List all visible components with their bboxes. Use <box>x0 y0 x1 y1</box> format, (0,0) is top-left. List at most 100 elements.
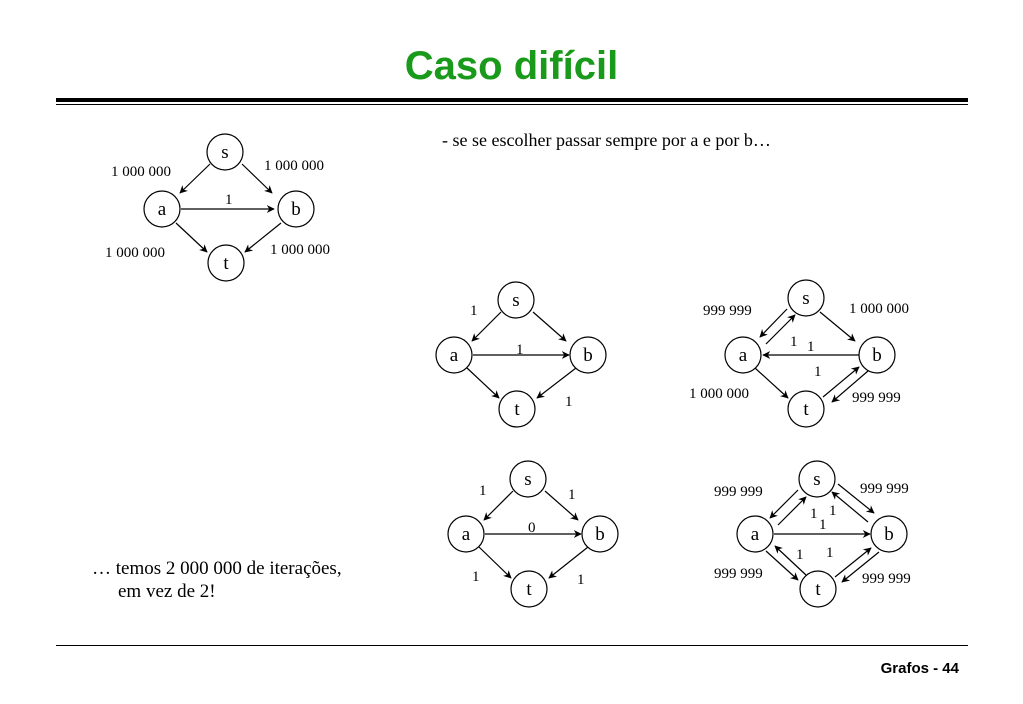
edge-label-a-t: 1 000 000 <box>689 386 749 402</box>
node-label-s: s <box>813 469 820 490</box>
node-label-s: s <box>221 142 228 163</box>
edge-label-a-s: 1 <box>810 506 818 522</box>
edge-a-t <box>765 550 799 581</box>
node-a <box>724 336 762 374</box>
edge-label-b-a: 1 <box>807 339 815 355</box>
node-label-a: a <box>751 524 760 545</box>
edge-label-s-b: 999 999 <box>860 481 909 497</box>
edge-label-a-b: 1 <box>516 342 524 358</box>
edge-label-a-b: 1 <box>225 192 233 208</box>
edge-b-t <box>548 546 589 579</box>
node-b <box>569 336 607 374</box>
node-s <box>206 133 244 171</box>
node-label-a: a <box>450 345 459 366</box>
edge-label-a-t: 999 999 <box>714 566 763 582</box>
edge-label-t-a: 1 <box>796 547 804 563</box>
edge-label-b-t: 1 000 000 <box>270 242 330 258</box>
slide-title: Caso difícil <box>404 44 619 88</box>
graph-residual-step-1 <box>724 279 896 428</box>
edge-t-b <box>834 547 872 578</box>
edge-label-s-b: 1 000 000 <box>264 158 324 174</box>
title-divider-thick <box>56 98 968 102</box>
node-label-b: b <box>884 524 894 545</box>
node-t <box>207 244 245 282</box>
node-label-t: t <box>514 399 520 420</box>
edge-label-t-b: 1 <box>814 364 822 380</box>
edge-s-b <box>544 490 579 521</box>
node-s <box>798 460 836 498</box>
node-b <box>581 515 619 553</box>
iterations-note-line-1: … temos 2 000 000 de iterações, <box>92 558 342 579</box>
edge-s-a <box>471 311 502 342</box>
edge-s-b <box>837 483 875 514</box>
edge-label-b-t: 999 999 <box>862 571 911 587</box>
edge-label-s-a: 1 000 000 <box>111 164 171 180</box>
edge-label-s-a: 999 999 <box>714 484 763 500</box>
edge-label-a-b: 1 <box>819 517 827 533</box>
edge-label-s-a: 1 <box>479 483 487 499</box>
node-label-a: a <box>462 524 471 545</box>
edge-label-b-t: 1 <box>577 572 585 588</box>
edge-label-a-t: 1 000 000 <box>105 245 165 261</box>
node-t <box>510 570 548 608</box>
node-s <box>497 281 535 319</box>
node-label-s: s <box>524 469 531 490</box>
edge-label-t-b: 1 <box>826 545 834 561</box>
node-label-b: b <box>291 199 301 220</box>
edge-b-t <box>831 370 869 403</box>
node-b <box>858 336 896 374</box>
node-b <box>870 515 908 553</box>
node-t <box>498 390 536 428</box>
edge-a-t <box>175 222 208 253</box>
graph-flow-step-1 <box>435 281 607 428</box>
edge-s-a <box>769 489 799 519</box>
node-a <box>447 515 485 553</box>
edge-label-b-t: 1 <box>565 394 573 410</box>
node-label-t: t <box>803 399 809 420</box>
graph-flow-step-2 <box>447 460 619 608</box>
node-label-a: a <box>158 199 167 220</box>
node-label-a: a <box>739 345 748 366</box>
edge-a-t <box>478 546 512 579</box>
graph-original-network <box>143 133 315 282</box>
edge-label-b-s: 1 <box>829 503 837 519</box>
edge-s-a <box>759 308 788 338</box>
edge-s-b <box>241 163 273 194</box>
caption-text: - se se escolher passar sempre por a e p… <box>442 130 771 150</box>
node-label-t: t <box>815 579 821 600</box>
edge-s-a <box>179 163 211 194</box>
edge-label-a-b: 0 <box>528 520 536 536</box>
edge-b-s <box>831 491 869 523</box>
edge-label-s-a: 999 999 <box>703 303 752 319</box>
node-t <box>799 570 837 608</box>
graph-residual-step-2 <box>736 460 908 608</box>
footer-divider <box>56 645 968 646</box>
edge-b-t <box>536 367 577 399</box>
node-label-b: b <box>872 345 882 366</box>
edge-label-s-b: 1 000 000 <box>849 301 909 317</box>
title-divider-thin <box>56 104 968 105</box>
node-label-b: b <box>595 524 605 545</box>
node-label-t: t <box>223 253 229 274</box>
edge-label-s-a: 1 <box>470 303 478 319</box>
node-b <box>277 190 315 228</box>
node-label-s: s <box>802 288 809 309</box>
slide-footer: Grafos - 44 <box>880 660 959 677</box>
edge-a-s <box>777 496 807 526</box>
edge-a-t <box>466 367 500 399</box>
edge-t-a <box>774 545 807 576</box>
node-a <box>736 515 774 553</box>
edge-label-a-s: 1 <box>790 334 798 350</box>
node-a <box>143 190 181 228</box>
edge-s-b <box>532 311 567 342</box>
node-label-s: s <box>512 290 519 311</box>
edge-label-s-b: 1 <box>568 487 576 503</box>
edge-a-t <box>754 367 789 399</box>
edge-s-b <box>819 311 856 342</box>
node-a <box>435 336 473 374</box>
edge-t-b <box>822 366 860 398</box>
node-s <box>509 460 547 498</box>
edge-a-s <box>765 314 796 345</box>
iterations-note-line-2: em vez de 2! <box>118 581 216 602</box>
